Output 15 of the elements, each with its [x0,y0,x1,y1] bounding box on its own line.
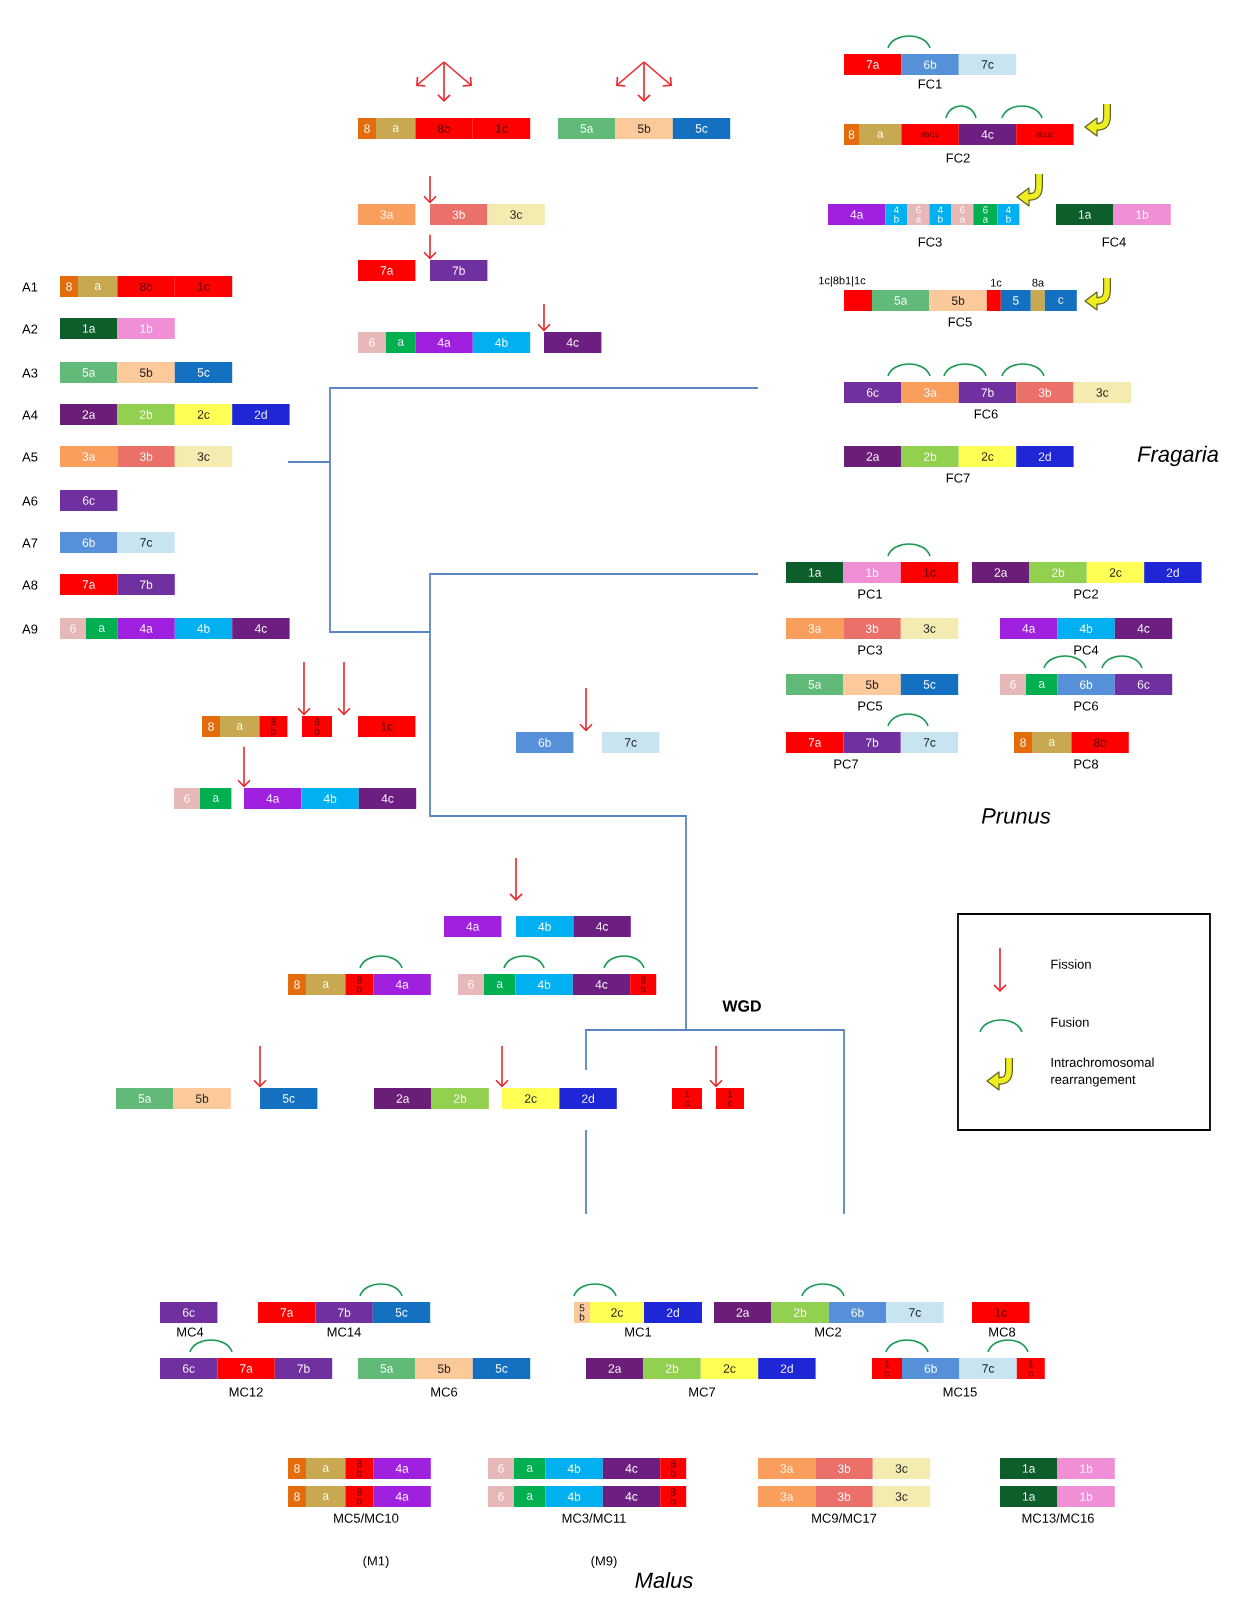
species-name: Prunus [981,808,1051,824]
fission-arrow [253,1045,267,1088]
species-name: Malus [635,1571,693,1589]
fission-arrow [709,1045,723,1088]
fission-arrow [297,661,311,716]
species-name: Fragaria [1137,445,1219,467]
fission-arrow [337,661,351,716]
fission-arrow [579,687,593,732]
fission-arrow [509,857,523,901]
fission-arrow [423,175,437,204]
fission-arrow [537,303,551,332]
fission-arrow [423,234,437,260]
fission-arrow [237,746,251,788]
fission-arrow [495,1045,509,1088]
event-label: WGD [722,1000,761,1012]
